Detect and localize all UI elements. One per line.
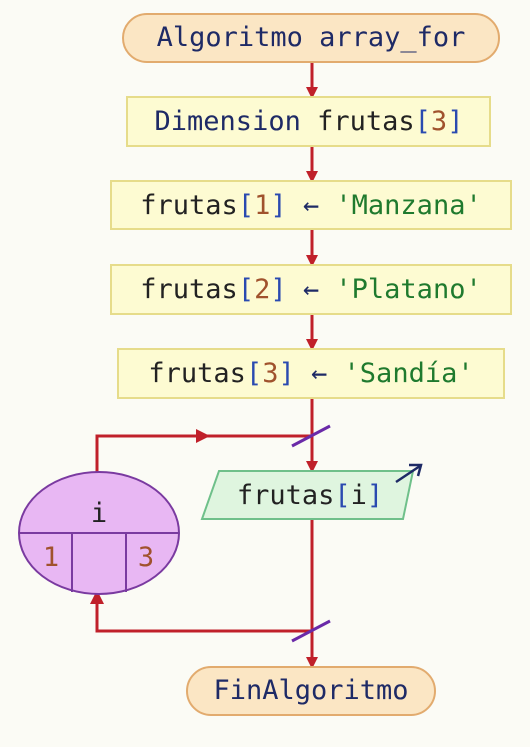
assignment-3-value: 'Sandía' [344,358,474,389]
loop-return-arrow [90,590,104,604]
assignment-3-text: frutas[3] ← 'Sandía' [148,358,473,389]
loop-node: i 1 3 [18,471,180,595]
assignment-3-open: [ [246,358,262,389]
assignment-2-text: frutas[2] ← 'Platano' [140,274,481,305]
loop-entry-arrow [196,429,210,443]
dimension-keyword: Dimension [155,106,301,137]
loop-end: 3 [138,542,154,573]
loop-start: 1 [43,542,59,573]
loop-exit-tick [291,619,331,643]
end-label: FinAlgoritmo [213,675,408,706]
output-open: [ [334,480,350,511]
dimension-size: 3 [431,106,447,137]
dimension-process: Dimension frutas[3] [126,96,491,147]
assignment-1-name: frutas [140,190,238,221]
dimension-array-name: frutas [317,106,415,137]
dimension-text: Dimension frutas[3] [155,106,464,137]
output-close: ] [367,480,383,511]
assignment-1-arrow: ← [303,190,319,221]
assignment-2-name: frutas [140,274,238,305]
assignment-2-value: 'Platano' [335,274,481,305]
output-io: frutas[i] [200,463,423,520]
dimension-open-bracket: [ [415,106,431,137]
assignment-2-open: [ [238,274,254,305]
output-name: frutas [237,480,335,511]
loop-entry-path [95,434,312,476]
assignment-1-open: [ [238,190,254,221]
output-arrow-icon [395,463,423,484]
assignment-1-value: 'Manzana' [335,190,481,221]
output-index: i [351,480,367,511]
dimension-close-bracket: ] [447,106,463,137]
start-terminal: Algoritmo array_for [122,13,500,63]
assignment-3-arrow: ← [311,358,327,389]
assignment-1-text: frutas[1] ← 'Manzana' [140,190,481,221]
assignment-2-index: 2 [254,274,270,305]
start-label: Algoritmo array_for [157,22,466,53]
loop-entry-tick [291,424,331,448]
loop-variable: i [91,498,107,529]
assignment-2-arrow: ← [303,274,319,305]
assignment-2-close: ] [270,274,286,305]
assignment-1-index: 1 [254,190,270,221]
assignment-3-name: frutas [148,358,246,389]
loop-return-path [95,593,312,633]
assignment-3-index: 3 [262,358,278,389]
assignment-1-process: frutas[1] ← 'Manzana' [110,180,512,230]
assignment-3-process: frutas[3] ← 'Sandía' [117,348,505,399]
end-terminal: FinAlgoritmo [186,666,436,716]
assignment-2-process: frutas[2] ← 'Platano' [110,264,512,315]
output-text: frutas[i] [237,480,383,511]
assignment-1-close: ] [270,190,286,221]
assignment-3-close: ] [278,358,294,389]
